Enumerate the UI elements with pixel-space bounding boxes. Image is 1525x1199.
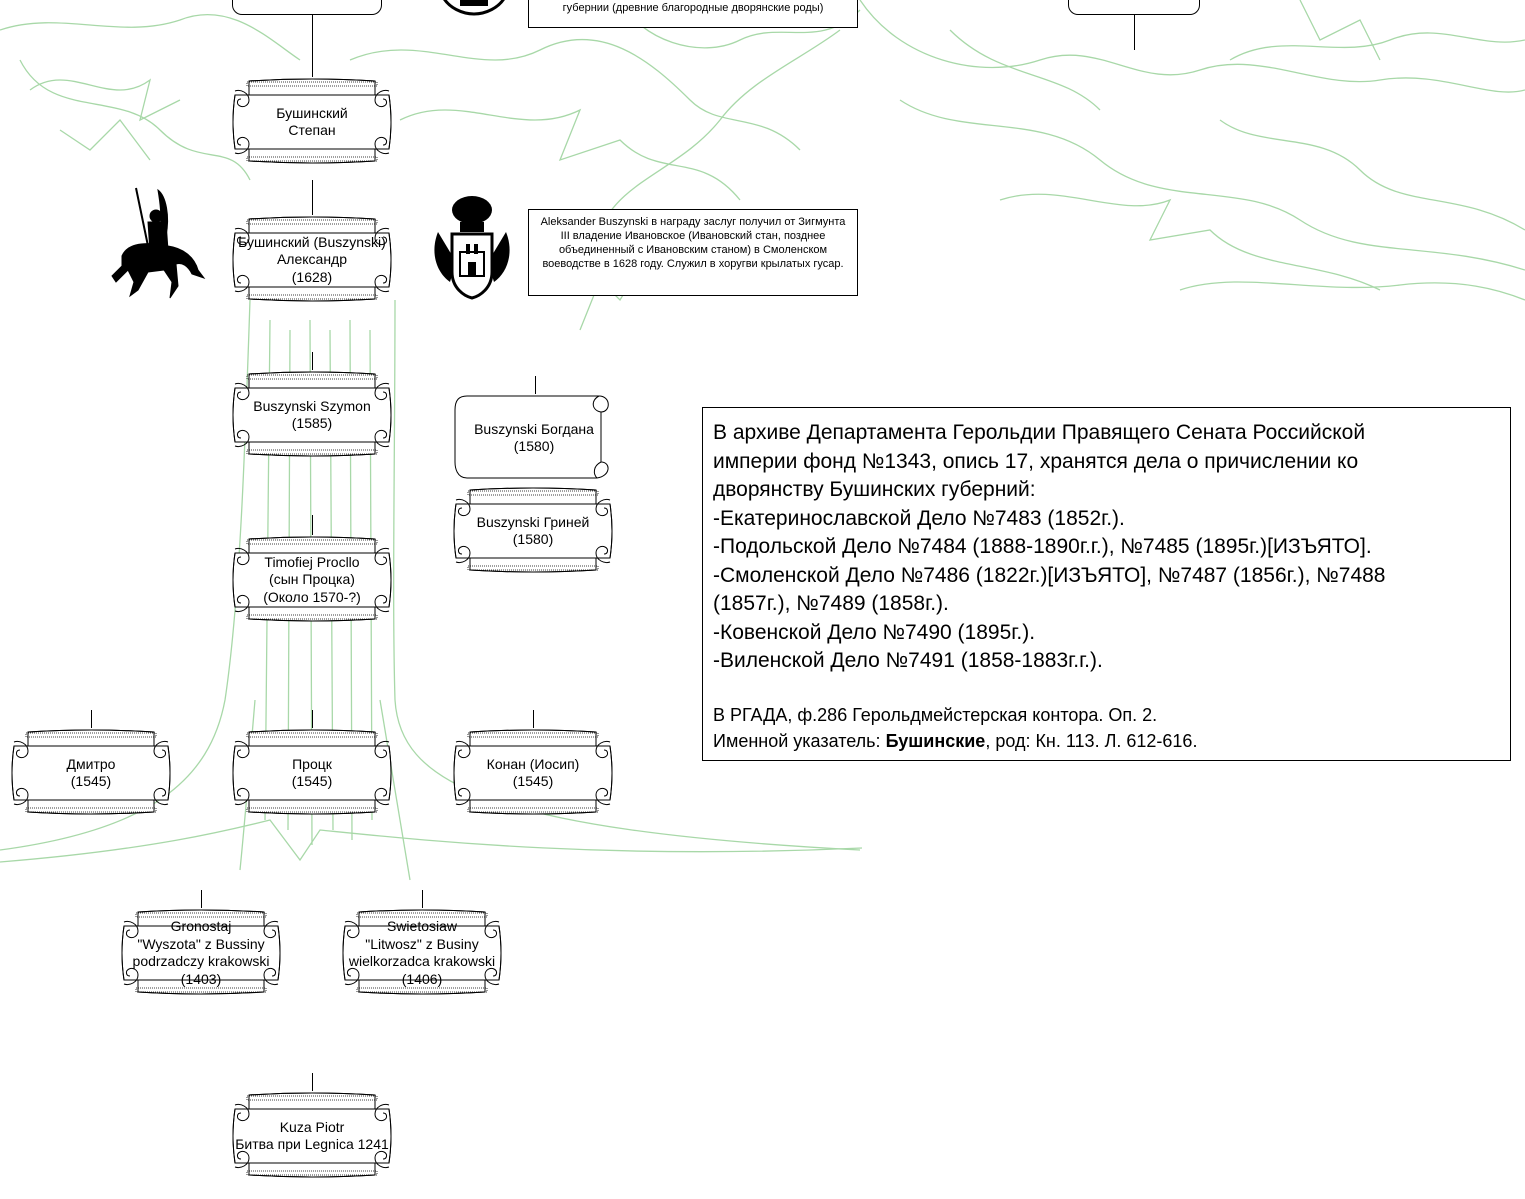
info-line: -Подольской Дело №7484 (1888-1890г.г.), … xyxy=(713,535,1372,558)
scroll-frame xyxy=(232,371,392,457)
rgada-suffix: , род: Кн. 113. Л. 612-616. xyxy=(985,730,1198,751)
person-node-swietosiaw: Swietosiaw "Litwosz" z Businy wielkorzad… xyxy=(341,908,503,998)
person-node-gronostaj: Gronostaj "Wyszota" z Bussiny podrzadczy… xyxy=(120,908,282,998)
scroll-frame-rolled xyxy=(454,395,609,479)
scroll-frame xyxy=(232,536,392,622)
connector xyxy=(312,1073,313,1091)
scroll-frame xyxy=(232,78,392,164)
person-node-dmitro: Дмитро (1545) xyxy=(10,728,172,818)
note-top-text: губернии (древние благородные дворянские… xyxy=(562,2,824,14)
rgada-prefix: Именной указатель: xyxy=(713,730,886,751)
person-name: Конан (Иосип) (1545) xyxy=(486,755,580,790)
connector xyxy=(422,890,423,908)
rgada-index-line: Именной указатель: Бушинские, род: Кн. 1… xyxy=(713,728,1500,754)
connector xyxy=(91,710,92,728)
person-node-timofiej: Timofiej Procllo (сын Процка) (Около 157… xyxy=(231,535,393,625)
person-name: Дмитро (1545) xyxy=(66,755,116,790)
person-node-stepan: Бушинский Степан xyxy=(231,77,393,167)
info-line: империи фонд №1343, опись 17, хранятся д… xyxy=(713,449,1359,473)
connector xyxy=(1134,15,1135,50)
person-name: Бушинский (Buszynski) Александр (1628) xyxy=(238,233,386,285)
rgada-line: В РГАДА, ф.286 Герольдмейстерская контор… xyxy=(713,704,1158,725)
person-name: Buszynski Szymon (1585) xyxy=(253,397,371,432)
connector xyxy=(312,352,313,370)
scroll-frame xyxy=(453,729,613,815)
info-line: -Виленской Дело №7491 (1858-1883г.г.). xyxy=(713,649,1103,672)
connector xyxy=(201,890,202,908)
info-line: дворянству Бушинских губерний: xyxy=(713,478,1036,501)
connector xyxy=(312,710,313,728)
connector xyxy=(535,376,536,394)
person-name: Buszynski Гриней (1580) xyxy=(476,513,590,548)
scroll-frame xyxy=(11,729,171,815)
partial-node-top-left xyxy=(232,0,382,15)
info-line: -Екатеринославской Дело №7483 (1852г.). xyxy=(713,506,1125,530)
person-node-protsk: Процк (1545) xyxy=(231,728,393,818)
connector xyxy=(312,515,313,535)
note-aleksander: Aleksander Buszynski в награду заслуг по… xyxy=(528,209,858,296)
connector xyxy=(312,180,313,215)
note-top: губернии (древние благородные дворянские… xyxy=(528,0,858,28)
partial-node-top-right xyxy=(1068,0,1200,15)
connector xyxy=(533,710,534,728)
person-node-grinei: Buszynski Гриней (1580) xyxy=(452,486,614,576)
person-node-szymon: Buszynski Szymon (1585) xyxy=(231,370,393,460)
person-name: Buszynski Богдана (1580) xyxy=(474,420,594,455)
coat-of-arms-icon xyxy=(443,0,505,16)
scroll-frame xyxy=(232,1092,392,1178)
person-name: Бушинский Степан xyxy=(276,104,348,139)
rgada-family-name: Бушинские xyxy=(885,730,986,751)
scroll-frame xyxy=(121,909,281,995)
person-name: Gronostaj "Wyszota" z Bussiny podrzadczy… xyxy=(132,918,270,987)
info-line: (1857г.), №7489 (1858г.). xyxy=(713,592,949,615)
scroll-frame xyxy=(232,729,392,815)
archive-info-box: В архиве Департамента Герольдии Правящег… xyxy=(702,407,1511,761)
note-aleksander-text: Aleksander Buszynski в награду заслуг по… xyxy=(540,216,846,270)
winged-hussar-icon xyxy=(111,187,206,299)
connector xyxy=(312,15,313,77)
scroll-frame xyxy=(342,909,502,995)
person-name: Kuza Piotr Битва при Legnica 1241 xyxy=(235,1118,389,1153)
coat-of-arms-icon xyxy=(434,196,510,300)
person-name: Процк (1545) xyxy=(291,755,333,790)
person-name: Swietosiaw "Litwosz" z Businy wielkorzad… xyxy=(348,918,496,987)
person-node-konan: Конан (Иосип) (1545) xyxy=(452,728,614,818)
info-line: -Смоленской Дело №7486 (1822г.)[ИЗЪЯТО],… xyxy=(713,563,1386,587)
info-line: В архиве Департамента Герольдии Правящег… xyxy=(713,421,1366,444)
person-node-aleksandr: Бушинский (Buszynski) Александр (1628) xyxy=(231,215,393,305)
scroll-frame xyxy=(453,487,613,573)
person-node-bogdana: Buszynski Богдана (1580) xyxy=(453,394,615,482)
person-name: Timofiej Procllo (сын Процка) (Около 157… xyxy=(263,553,361,605)
scroll-frame xyxy=(232,216,392,302)
info-line: -Ковенской Дело №7490 (1895г.). xyxy=(713,620,1036,644)
person-node-kuza: Kuza Piotr Битва при Legnica 1241 xyxy=(231,1091,393,1181)
